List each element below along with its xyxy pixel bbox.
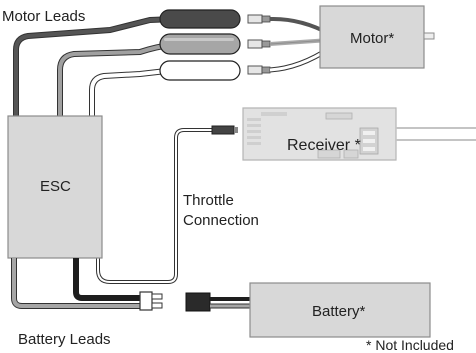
- motor-leads-label: Motor Leads: [2, 8, 85, 25]
- motor-label: Motor*: [350, 30, 394, 47]
- throttle-label-line1: Throttle: [183, 192, 234, 209]
- esc-battery-plug: [139, 291, 163, 311]
- motor-bullet-plugs: [247, 14, 271, 75]
- not-included-note: * Not Included: [366, 337, 454, 353]
- battery-leads-label: Battery Leads: [18, 331, 111, 348]
- receiver: [242, 107, 397, 161]
- motor: [319, 5, 435, 69]
- receiver-antennas: [396, 127, 476, 141]
- bullet-sleeve-gray: [159, 33, 241, 55]
- esc: [7, 115, 103, 259]
- motor-lead-wires: [13, 16, 178, 121]
- battery-label: Battery*: [312, 303, 366, 320]
- bullet-sleeve-dark: [159, 9, 241, 29]
- battery-lead-wires: [11, 258, 140, 309]
- receiver-label: Receiver *: [287, 137, 361, 154]
- battery-plug: [185, 292, 250, 312]
- battery: [249, 282, 431, 338]
- throttle-wire: [96, 125, 238, 284]
- esc-label: ESC: [40, 178, 71, 195]
- throttle-label-line2: Connection: [183, 212, 259, 229]
- bullet-sleeve-white: [159, 60, 241, 81]
